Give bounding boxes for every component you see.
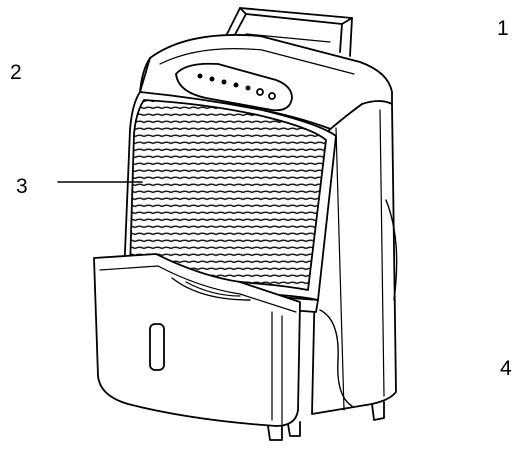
callout-1: 1 — [497, 17, 509, 40]
air-grille — [129, 99, 327, 291]
callout-3: 3 — [16, 175, 28, 198]
water-tank — [93, 253, 301, 427]
control-panel — [175, 62, 293, 112]
callout-4: 4 — [500, 357, 512, 380]
feet — [267, 421, 301, 441]
side-panel — [311, 100, 398, 421]
callout-2: 2 — [10, 61, 22, 84]
drain-hose — [319, 309, 353, 407]
